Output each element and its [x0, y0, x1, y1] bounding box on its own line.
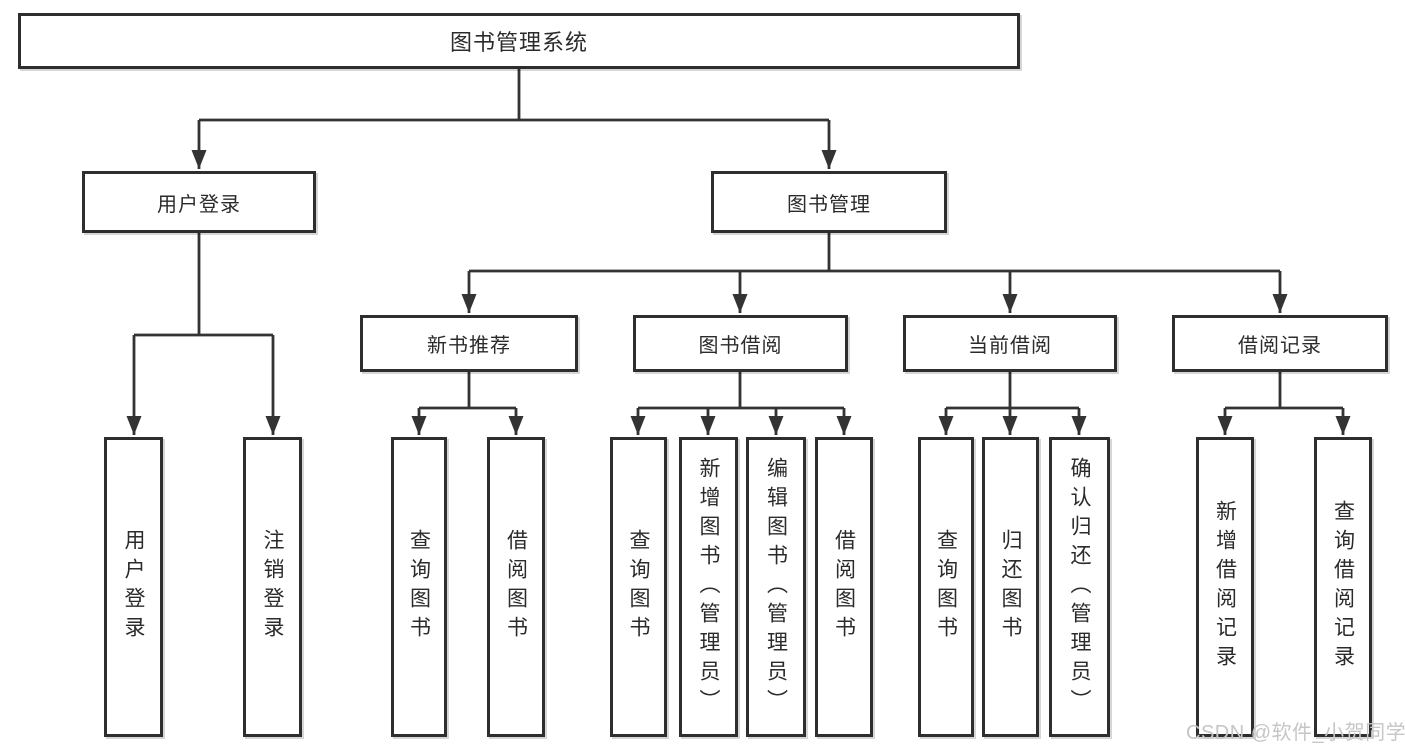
connector-borrowing-records: [1225, 372, 1343, 410]
node-leaf-add-borrow-record-label: 新增借阅记录: [1213, 500, 1237, 674]
node-leaf-borrow-books-borrowing-label: 借阅图书: [832, 529, 856, 645]
node-book-borrowing-label: 图书借阅: [698, 335, 783, 357]
node-borrowing-records-label: 借阅记录: [1238, 335, 1322, 357]
node-leaf-query-borrow-record-label: 查询借阅记录: [1331, 500, 1355, 674]
node-leaf-borrow-books-borrowing: 借阅图书: [815, 437, 873, 737]
node-leaf-user-login-label: 用户登录: [122, 529, 145, 645]
node-leaf-borrow-books-recommend-label: 借阅图书: [504, 529, 528, 645]
node-user-login: 用户登录: [82, 171, 316, 233]
node-leaf-query-books-recommend: 查询图书: [391, 437, 447, 737]
node-leaf-logout-label: 注销登录: [261, 529, 284, 645]
node-leaf-logout: 注销登录: [243, 437, 302, 737]
node-current-borrowing: 当前借阅: [903, 315, 1117, 372]
node-leaf-query-borrow-record: 查询借阅记录: [1314, 437, 1372, 737]
node-leaf-edit-books-admin: 编辑图书（管理员）: [746, 437, 806, 737]
connector-book-management: [469, 233, 1280, 273]
node-leaf-query-books-recommend-label: 查询图书: [407, 529, 431, 645]
connector-book-borrowing: [638, 372, 844, 410]
node-leaf-confirm-return-admin-label: 确认归还（管理员）: [1068, 456, 1091, 718]
node-leaf-confirm-return-admin: 确认归还（管理员）: [1049, 437, 1110, 737]
node-new-book-recommend-label: 新书推荐: [427, 335, 511, 357]
node-leaf-add-books-admin: 新增图书（管理员）: [679, 437, 738, 737]
node-leaf-query-books-current: 查询图书: [918, 437, 974, 737]
node-leaf-query-books-borrowing: 查询图书: [610, 437, 667, 737]
node-current-borrowing-label: 当前借阅: [968, 335, 1052, 357]
node-leaf-add-borrow-record: 新增借阅记录: [1196, 437, 1254, 737]
node-root: 图书管理系统: [18, 13, 1020, 69]
csdn-watermark: CSDN @软件_小贺同学: [1186, 722, 1405, 744]
node-leaf-edit-books-admin-label: 编辑图书（管理员）: [764, 456, 788, 718]
connector-root: [199, 69, 829, 122]
node-root-label: 图书管理系统: [449, 30, 588, 55]
node-leaf-user-login: 用户登录: [104, 437, 163, 737]
node-book-management-label: 图书管理: [787, 193, 871, 216]
node-book-management: 图书管理: [711, 171, 947, 233]
node-leaf-return-books-label: 归还图书: [999, 529, 1022, 645]
node-book-borrowing: 图书借阅: [633, 315, 848, 372]
connector-current-borrowing: [946, 372, 1079, 410]
node-leaf-return-books: 归还图书: [982, 437, 1039, 737]
node-borrowing-records: 借阅记录: [1172, 315, 1388, 372]
node-leaf-add-books-admin-label: 新增图书（管理员）: [697, 456, 720, 718]
node-new-book-recommend: 新书推荐: [360, 315, 578, 372]
connector-new-book-recommend: [419, 372, 516, 410]
node-leaf-borrow-books-recommend: 借阅图书: [487, 437, 545, 737]
node-user-login-label: 用户登录: [157, 193, 241, 216]
connector-user-login: [134, 233, 273, 337]
node-leaf-query-books-current-label: 查询图书: [934, 529, 958, 645]
node-leaf-query-books-borrowing-label: 查询图书: [627, 529, 650, 645]
